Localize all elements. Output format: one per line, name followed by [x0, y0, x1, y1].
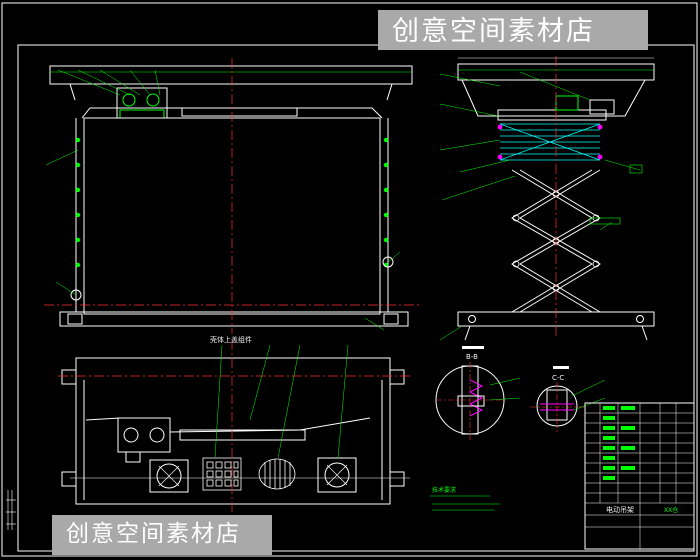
side-scissor-lift	[511, 169, 601, 313]
section-b-detail: B-B	[435, 346, 521, 440]
plan-motor	[117, 417, 171, 453]
title-block-code: XX仓	[664, 506, 678, 514]
plan-view: 壳体上盖组件	[58, 335, 410, 512]
inner-border	[17, 44, 695, 552]
watermark-top: 创意空间素材店	[378, 10, 648, 50]
front-base-bar	[59, 311, 409, 327]
front-ceiling-plate	[49, 65, 413, 85]
section-c-label: C-C	[552, 374, 564, 382]
front-view	[44, 58, 420, 334]
plan-heatsink	[258, 458, 296, 490]
plan-vent-grid	[202, 457, 242, 491]
frame-ticks	[6, 490, 16, 530]
plan-fan-right	[317, 457, 357, 493]
section-b-label: B-B	[466, 353, 478, 361]
section-c-detail: C-C	[530, 366, 606, 432]
side-spring-pack	[499, 123, 601, 161]
plan-fan-left	[149, 459, 189, 493]
technical-notes: 技术要求	[430, 486, 500, 511]
title-block-name: 电动吊架	[606, 505, 634, 514]
watermark-bottom: 创意空间素材店	[52, 515, 272, 555]
plan-outline	[75, 357, 391, 505]
plan-callout-label: 壳体上盖组件	[210, 335, 252, 344]
notes-title: 技术要求	[432, 486, 456, 494]
side-view	[439, 56, 655, 341]
title-block: 电动吊架 XX仓	[584, 402, 695, 550]
